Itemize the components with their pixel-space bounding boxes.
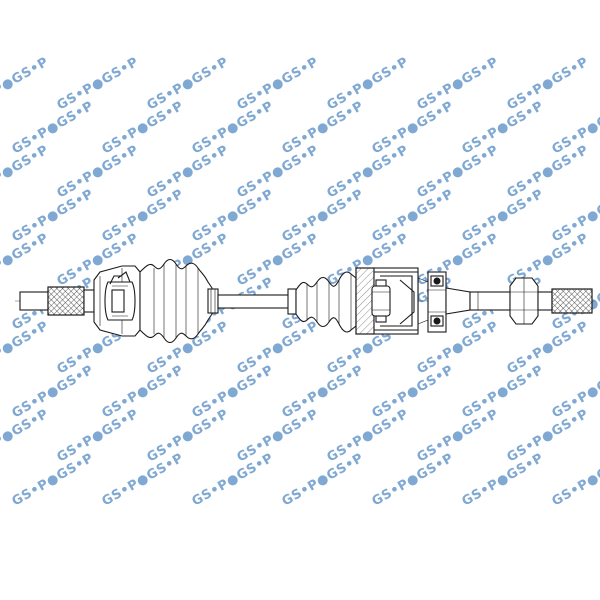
watermark-text: GS•P●GS•P <box>325 143 412 202</box>
watermark-text: GS•P●GS•P <box>325 55 412 114</box>
watermark-text: GS•P●GS•P <box>370 363 457 422</box>
intermediate-shaft <box>445 287 511 315</box>
watermark-text: GS•P●GS•P <box>55 407 142 466</box>
watermark-text: GS•P●GS•P <box>190 451 277 510</box>
watermark-text: GS•P●GS•P <box>235 231 322 290</box>
watermark-text: GS•P●GS•P <box>280 451 367 510</box>
watermark-text: GS•P●GS•P <box>505 143 592 202</box>
watermark-text: GS•P●GS•P <box>415 143 502 202</box>
watermark-text: GS•P●GS•P <box>190 99 277 158</box>
watermark-text: GS•P●GS•P <box>415 407 502 466</box>
watermark-text: GS•P●GS•P <box>505 319 592 378</box>
watermark-text: GS•P●GS•P <box>235 407 322 466</box>
watermark-text: GS•P●GS•P <box>55 143 142 202</box>
watermark-text: GS•P●GS•P <box>460 363 547 422</box>
watermark-text: GS•P●GS•P <box>235 55 322 114</box>
watermark-text: GS•P●GS•P <box>55 55 142 114</box>
watermark-text: GS•P●GS•P <box>505 407 592 466</box>
watermark-text: GS•P●GS•P <box>235 143 322 202</box>
support-bearing <box>427 271 447 333</box>
watermark-text: GS•P●GS•P <box>460 99 547 158</box>
inner-tripod-joint <box>355 267 429 335</box>
watermark-text: GS•P●GS•P <box>100 363 187 422</box>
watermark-text: GS•P●GS•P <box>145 143 232 202</box>
watermark-text: GS•P●GS•P <box>505 55 592 114</box>
watermark-text: GS•P●GS•P <box>460 451 547 510</box>
watermark-text: GS•P●GS•P <box>280 187 367 246</box>
watermark-text: GS•P●GS•P <box>10 451 97 510</box>
drive-shaft-assembly <box>15 258 595 344</box>
watermark-text: GS•P●GS•P <box>370 99 457 158</box>
left-spline-stub <box>19 286 95 316</box>
watermark-text: GS•P●GS•P <box>460 187 547 246</box>
watermark-text: GS•P●GS•P <box>100 451 187 510</box>
inner-boot <box>287 271 357 333</box>
watermark-text: GS•P●GS•P <box>550 451 600 510</box>
watermark-text: GS•P●GS•P <box>100 187 187 246</box>
watermark-text: GS•P●GS•P <box>280 363 367 422</box>
outer-boot <box>139 258 219 344</box>
watermark-text: GS•P●GS•P <box>100 99 187 158</box>
hex-nut <box>509 277 539 325</box>
watermark-text: GS•P●GS•P <box>370 187 457 246</box>
right-spline-stub <box>537 288 593 314</box>
watermark-text: GS•P●GS•P <box>10 99 97 158</box>
watermark-text: GS•P●GS•P <box>325 407 412 466</box>
watermark-text: GS•P●GS•P <box>145 55 232 114</box>
watermark-text: GS•P●GS•P <box>10 187 97 246</box>
outer-cv-joint <box>93 265 141 337</box>
watermark-text: GS•P●GS•P <box>0 55 51 114</box>
watermark-text: GS•P●GS•P <box>415 55 502 114</box>
watermark-text: GS•P●GS•P <box>370 451 457 510</box>
watermark-text: GS•P●GS•P <box>280 99 367 158</box>
main-shaft <box>217 294 291 309</box>
watermark-text: GS•P●GS•P <box>145 407 232 466</box>
watermark-text: GS•P●GS•P <box>235 319 322 378</box>
watermark-text: GS•P●GS•P <box>190 187 277 246</box>
watermark-text: GS•P●GS•P <box>10 363 97 422</box>
watermark-text: GS•P●GS•P <box>190 363 277 422</box>
